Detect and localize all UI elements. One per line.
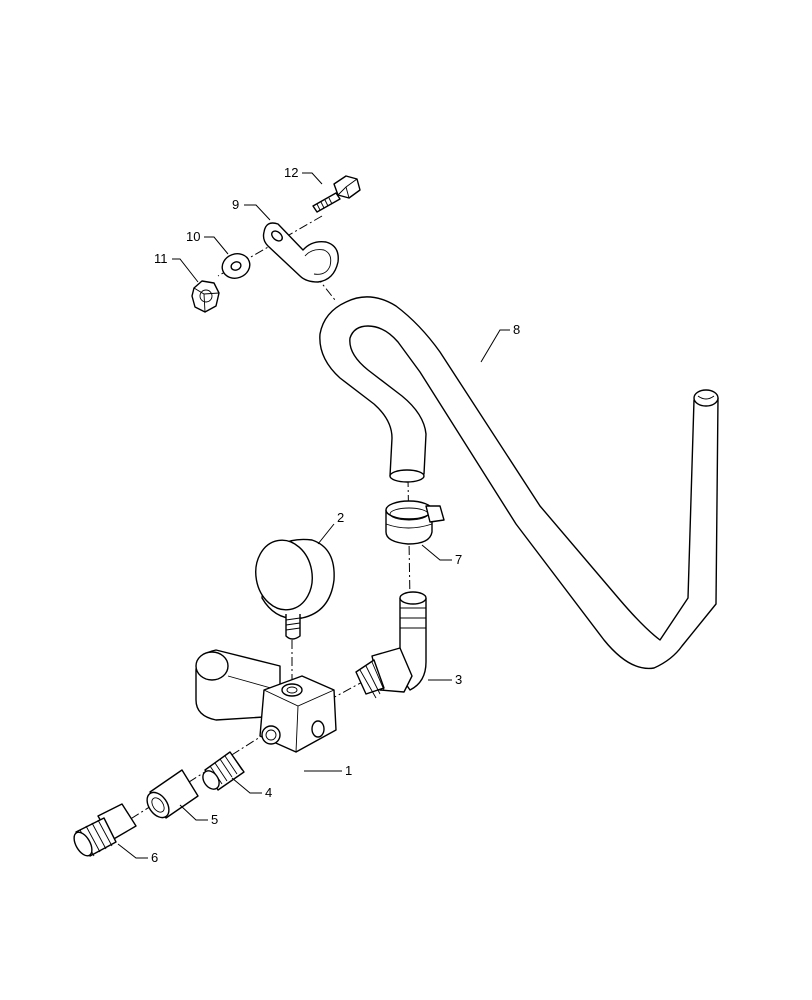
callout-labels: 1 2 3 4 5 6 7 8 9 10 11 12: [151, 165, 520, 865]
callout-2: 2: [337, 510, 344, 525]
callout-8: 8: [513, 322, 520, 337]
callout-1: 1: [345, 763, 352, 778]
part-4-spring: [202, 751, 245, 791]
leader-lines: [117, 172, 510, 859]
callout-6: 6: [151, 850, 158, 865]
part-5-sleeve: [146, 769, 199, 819]
callout-10: 10: [186, 229, 200, 244]
part-8-hose: [319, 296, 719, 670]
callout-12: 12: [284, 165, 298, 180]
part-1-valve-body: [195, 649, 337, 753]
callout-9: 9: [232, 197, 239, 212]
center-lines: [109, 215, 411, 833]
part-12-bolt: [312, 175, 361, 213]
callout-3: 3: [455, 672, 462, 687]
callout-5: 5: [211, 812, 218, 827]
part-10-washer: [221, 253, 251, 279]
part-2-gauge: [255, 538, 335, 640]
callout-4: 4: [265, 785, 272, 800]
part-11-nut: [191, 280, 220, 313]
part-9-p-clip: [262, 222, 339, 283]
part-7-clamp: [385, 500, 445, 545]
part-6-adapter: [73, 803, 137, 857]
part-3-elbow: [355, 591, 427, 699]
callout-11: 11: [154, 251, 168, 266]
callout-7: 7: [455, 552, 462, 567]
